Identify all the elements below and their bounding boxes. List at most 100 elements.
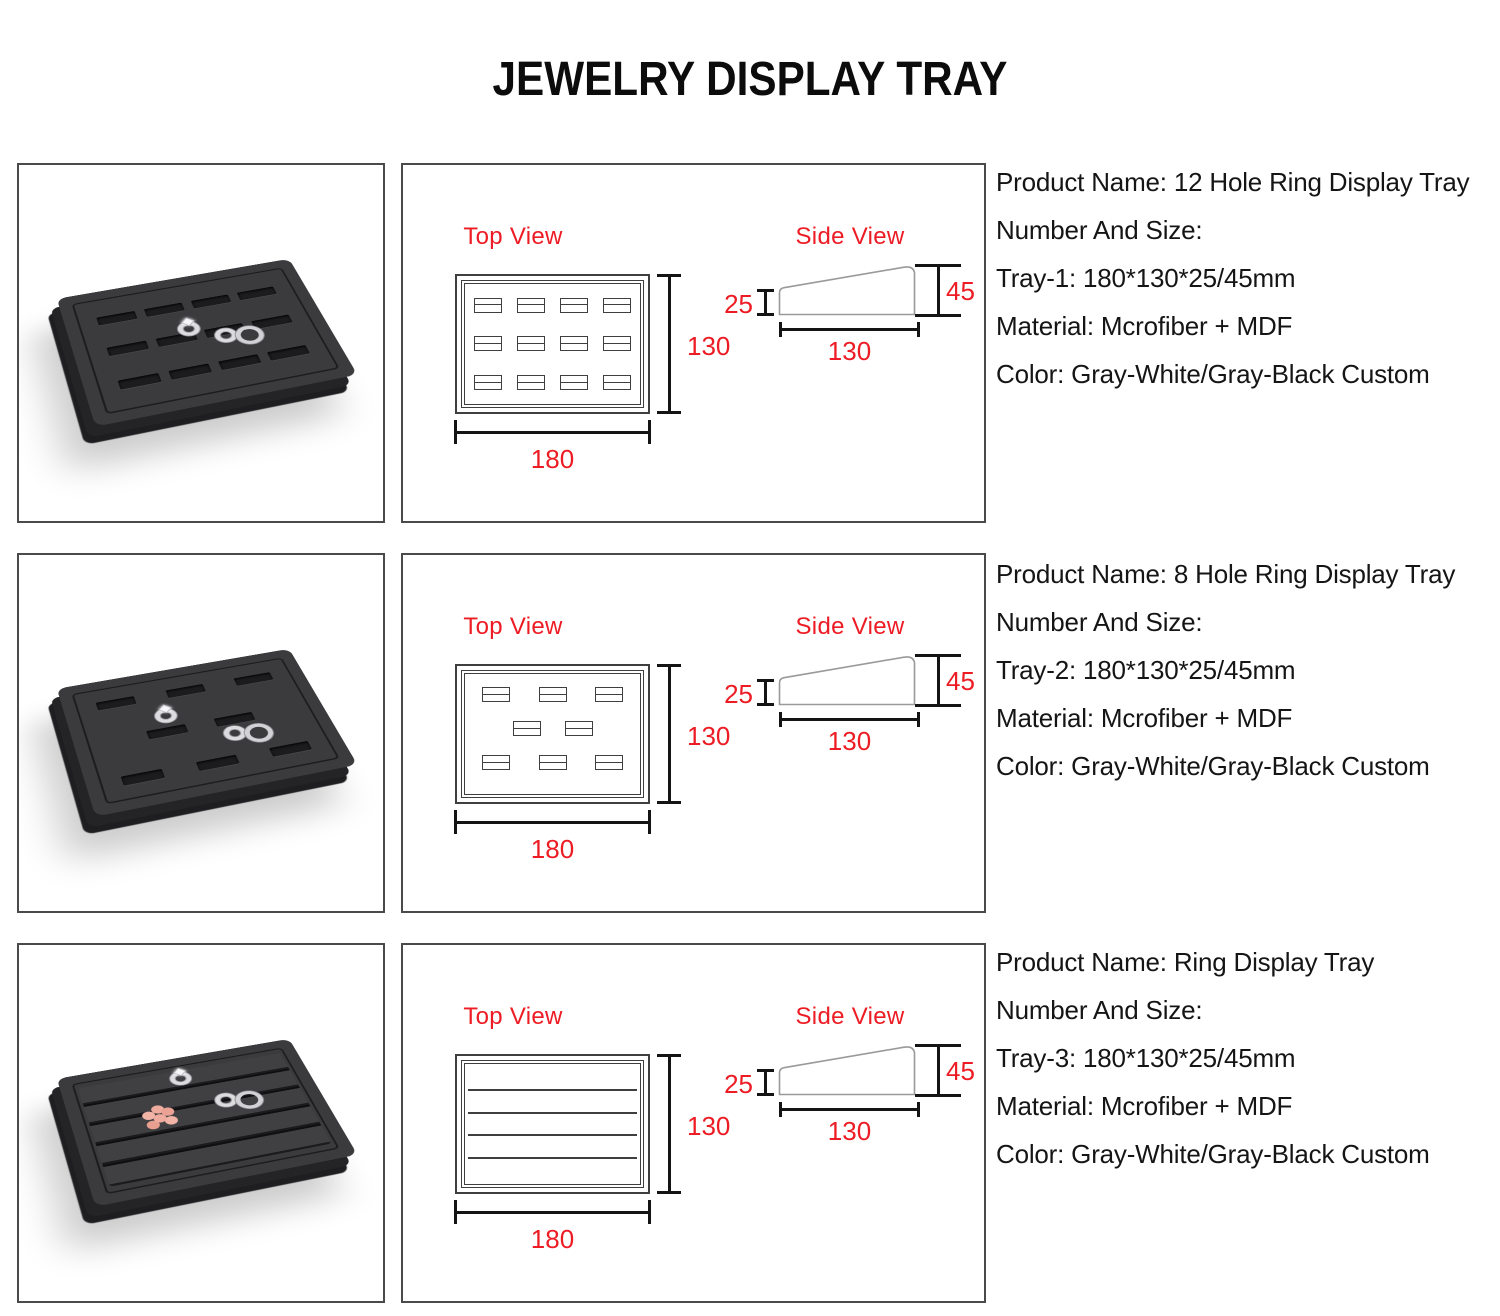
dimension-front-height-line (757, 679, 774, 706)
ring-slot (117, 372, 162, 390)
ring-slot (165, 683, 206, 699)
slot-symbol (517, 297, 546, 313)
dimension-side-width-line (779, 322, 920, 337)
ring-slot (266, 344, 310, 361)
slot-row (482, 755, 623, 770)
material-text: Material: Mcrofiber + MDF (996, 1091, 1293, 1121)
top-view-label: Top View (463, 1003, 563, 1030)
slot-symbol (595, 755, 623, 770)
silver-double-ring (220, 724, 249, 742)
tray-slot-row (95, 672, 274, 711)
dimension-front-height-value: 25 (724, 289, 753, 319)
dimension-side-width-value: 130 (827, 336, 872, 366)
tray-inner-frame-2 (464, 283, 641, 405)
ring-slot (96, 311, 138, 326)
product-details-tray-1: Product Name: 12 Hole Ring Display Tray … (996, 158, 1496, 398)
side-view-drawing (778, 266, 916, 316)
dimension-width-value: 180 (530, 834, 575, 864)
ring-slot (268, 740, 313, 757)
dimension-front-height-value: 25 (724, 1069, 753, 1099)
number-size-text: Number And Size: (996, 607, 1203, 637)
slot-symbol (482, 755, 510, 770)
dimension-width-line (454, 420, 651, 444)
slot-symbol (564, 721, 593, 736)
tray-inner-frame (461, 1060, 644, 1188)
color-text: Color: Gray-White/Gray-Black Custom (996, 751, 1430, 781)
product-row-tray-2: Top View Side View 130 180 25 45 (0, 553, 1500, 913)
slot-symbol (559, 375, 588, 391)
side-view-drawing (778, 656, 916, 706)
slot-symbol (474, 375, 503, 391)
silver-ring (152, 707, 180, 725)
color-text: Color: Gray-White/Gray-Black Custom (996, 1139, 1430, 1169)
top-view-drawing (455, 1054, 650, 1194)
slot-symbol (517, 336, 546, 352)
tray-inner-frame (461, 670, 644, 798)
page-title: JEWELRY DISPLAY TRAY (492, 53, 1008, 106)
dimension-front-height-line (757, 1069, 774, 1096)
ring-slot (143, 302, 185, 318)
slot-symbol (517, 375, 546, 391)
ring-slot (106, 340, 150, 357)
dimension-side-width-line (779, 712, 920, 727)
tray-slot-grid (88, 276, 321, 403)
product-name-text: Product Name: 12 Hole Ring Display Tray (996, 167, 1470, 197)
slot-symbol (559, 336, 588, 352)
dimension-height-value: 130 (687, 1111, 731, 1141)
top-view-label: Top View (463, 613, 563, 640)
tray-inner-frame (461, 280, 644, 408)
product-photo-panel-tray-3 (17, 943, 385, 1303)
side-view-label: Side View (795, 613, 905, 640)
diagram-panel-tray-1: Top View Side View 130 180 25 45 (401, 163, 986, 523)
side-view-label: Side View (795, 1003, 905, 1030)
row-line (468, 1156, 637, 1159)
tray-photo-8-hole (56, 648, 358, 817)
slot-symbol (595, 687, 623, 702)
tray-size-text: Tray-2: 180*130*25/45mm (996, 655, 1296, 685)
tray-inner-frame-2 (464, 1063, 641, 1185)
slot-symbol (538, 755, 567, 770)
ring-row-lines (468, 1069, 637, 1179)
slot-symbol (474, 336, 503, 352)
slot-layout-8 (467, 676, 638, 792)
dimension-height-value: 130 (687, 331, 731, 361)
dimension-width-value: 180 (530, 444, 575, 474)
product-name-text: Product Name: 8 Hole Ring Display Tray (996, 559, 1456, 589)
row-line (468, 1089, 637, 1092)
slot-symbol (512, 721, 541, 736)
slot-layout-rows (467, 1066, 638, 1182)
dimension-width-value: 180 (530, 1224, 575, 1254)
dimension-height-line (657, 1054, 681, 1194)
product-photo-panel-tray-2 (17, 553, 385, 913)
material-text: Material: Mcrofiber + MDF (996, 311, 1293, 341)
side-view-label: Side View (795, 223, 905, 250)
photo-stage (19, 555, 383, 911)
tray-size-text: Tray-1: 180*130*25/45mm (996, 263, 1296, 293)
top-view-drawing (455, 274, 650, 414)
product-row-tray-3: Top View Side View 130 180 (0, 943, 1500, 1303)
dimension-width-line (454, 1200, 651, 1224)
diagram-panel-tray-3: Top View Side View 130 180 (401, 943, 986, 1303)
ring-slot (233, 672, 274, 686)
slot-symbol (602, 375, 631, 391)
color-text: Color: Gray-White/Gray-Black Custom (996, 359, 1430, 389)
tray-photo-ring-rows (56, 1038, 358, 1207)
dimension-back-height-value: 45 (946, 666, 975, 696)
material-text: Material: Mcrofiber + MDF (996, 703, 1293, 733)
tray-size-text: Tray-3: 180*130*25/45mm (996, 1043, 1296, 1073)
tray-inner-frame-2 (464, 673, 641, 795)
slot-symbol (559, 297, 588, 313)
tray-slot-row (120, 740, 313, 786)
dimension-side-width-value: 130 (827, 726, 872, 756)
slot-symbol (602, 336, 631, 352)
dimension-height-value: 130 (687, 721, 731, 751)
side-view-drawing (778, 1046, 916, 1096)
product-name-text: Product Name: Ring Display Tray (996, 947, 1375, 977)
row-line (468, 1134, 637, 1137)
ring-slot (95, 696, 137, 711)
slot-row (482, 687, 623, 702)
dimension-height-line (657, 664, 681, 804)
product-details-tray-2: Product Name: 8 Hole Ring Display Tray N… (996, 550, 1496, 790)
diagram-panel-tray-2: Top View Side View 130 180 25 45 (401, 553, 986, 913)
